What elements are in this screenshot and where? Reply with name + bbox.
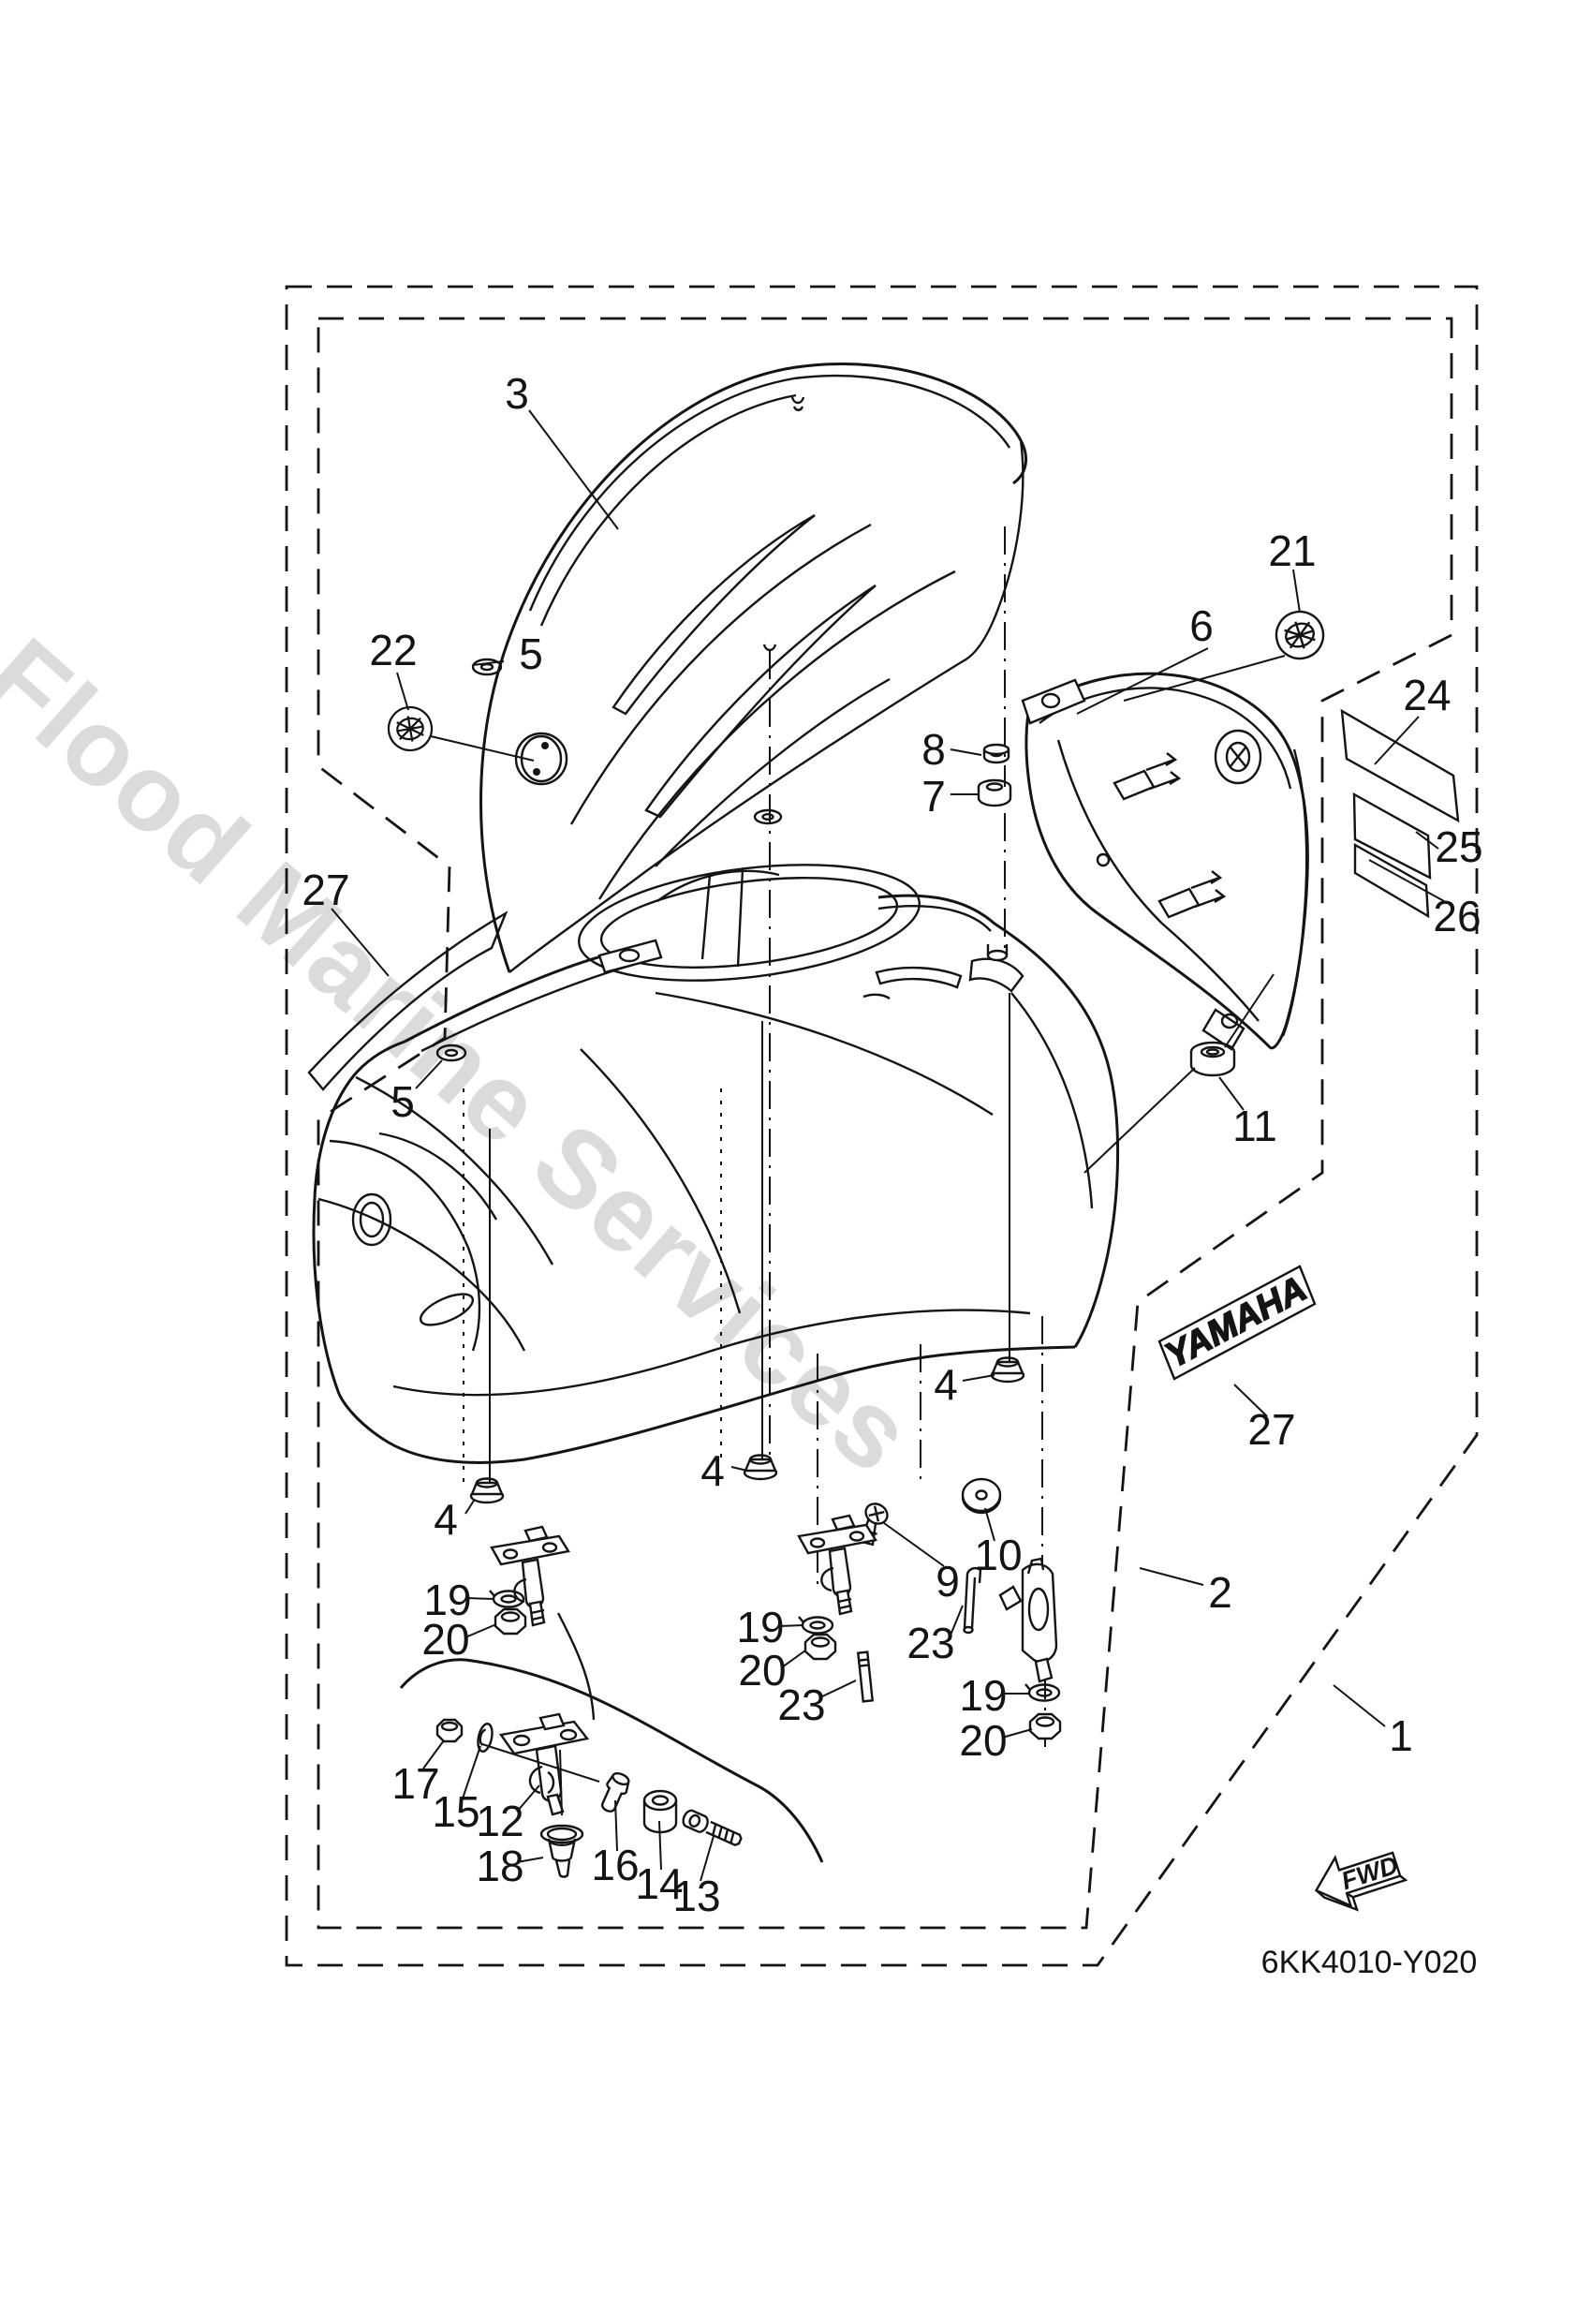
decal-27-left: [307, 910, 508, 1091]
fwd-arrow: FWD: [1314, 1851, 1408, 1912]
washer-15: [477, 1723, 494, 1753]
star-washer-22: [384, 703, 436, 755]
bolt-4-center: [743, 1454, 778, 1481]
callout-4-right: 4: [934, 1360, 958, 1409]
callout-4-left: 4: [434, 1495, 458, 1544]
callout-19-right: 19: [959, 1671, 1007, 1720]
callout-6: 6: [1189, 601, 1214, 650]
leader-lines: [331, 409, 1445, 1882]
plunger-18: [539, 1824, 584, 1878]
grommet-7: [977, 778, 1012, 807]
callout-1: 1: [1389, 1711, 1413, 1760]
decal-24: [1340, 708, 1460, 823]
pin-line-18: [559, 1749, 563, 1816]
callout-16: 16: [591, 1841, 639, 1889]
bolt-4-right: [990, 1356, 1025, 1384]
screw-9: [860, 1502, 889, 1547]
inner-assembly-border: [317, 317, 1453, 1930]
callout-15: 15: [432, 1787, 479, 1836]
star-washer-21: [1269, 604, 1331, 666]
washer-19-center: [797, 1615, 834, 1635]
callout-9: 9: [936, 1557, 960, 1606]
washer-5-lower: [435, 1044, 467, 1062]
pin-23-lower: [856, 1650, 875, 1703]
callout-7: 7: [921, 772, 946, 821]
yamaha-decal-text: YAMAHA: [1159, 1269, 1313, 1376]
diagram-code: 6KK4010-Y020: [1261, 1945, 1478, 1980]
pin-23-right: [963, 1566, 982, 1635]
callout-20-right: 20: [959, 1716, 1007, 1765]
callout-20-left: 20: [421, 1615, 469, 1664]
pin-16: [600, 1771, 630, 1813]
washer-10: [961, 1477, 1002, 1515]
grommet-11: [1189, 1041, 1236, 1077]
latch-lever-right: [998, 1557, 1058, 1683]
bottom-cowl: [312, 864, 1120, 1464]
callout-26: 26: [1433, 892, 1481, 940]
nut-17: [435, 1718, 464, 1743]
callout-25: 25: [1435, 822, 1482, 871]
decal-25: [1352, 792, 1432, 881]
side-cowl: [1021, 672, 1309, 1051]
washer-19-right: [1024, 1682, 1061, 1702]
bolt-13: [682, 1809, 743, 1846]
yamaha-decal: YAMAHA: [1157, 1265, 1317, 1381]
callout-5-lower: 5: [391, 1077, 415, 1126]
callout-8: 8: [921, 725, 946, 774]
top-cowl: [479, 363, 1028, 973]
decal-26: [1353, 842, 1430, 919]
latch-center: [797, 1514, 877, 1616]
callout-20-center: 20: [738, 1646, 786, 1695]
callout-3: 3: [505, 369, 529, 418]
clip-8: [982, 743, 1010, 764]
callout-13: 13: [672, 1872, 720, 1920]
callout-19-center: 19: [736, 1603, 784, 1651]
callout-11: 11: [1232, 1102, 1277, 1150]
callout-17: 17: [391, 1759, 439, 1808]
fwd-arrow-label: FWD: [1338, 1851, 1402, 1896]
callout-labels: 3 22 5 8 7 6 21 24 25 26 27 11 5 4 4 4 9…: [302, 369, 1482, 1920]
callout-2: 2: [1208, 1568, 1232, 1617]
nut-20-right: [1028, 1712, 1062, 1740]
nut-20-left: [494, 1607, 527, 1636]
callout-24: 24: [1403, 671, 1451, 719]
callout-21: 21: [1268, 526, 1316, 575]
callout-19-left: 19: [423, 1576, 471, 1624]
callout-5-top: 5: [519, 629, 543, 678]
callout-18: 18: [476, 1842, 523, 1890]
lower-pan-curve: [399, 1612, 824, 1863]
callout-27-right: 27: [1247, 1405, 1295, 1454]
callout-10: 10: [974, 1531, 1022, 1579]
bolt-4-left: [469, 1477, 505, 1504]
callout-22: 22: [369, 626, 417, 674]
callout-14: 14: [635, 1859, 683, 1908]
callout-23-right: 23: [906, 1619, 954, 1667]
outer-assembly-border: [285, 285, 1479, 1967]
washer-5-centerline: [753, 808, 783, 825]
nut-20-center: [803, 1633, 837, 1661]
callout-12: 12: [476, 1797, 523, 1845]
callout-23-lower: 23: [777, 1680, 825, 1729]
callout-4-center: 4: [700, 1446, 725, 1495]
callout-27-left: 27: [302, 866, 349, 914]
